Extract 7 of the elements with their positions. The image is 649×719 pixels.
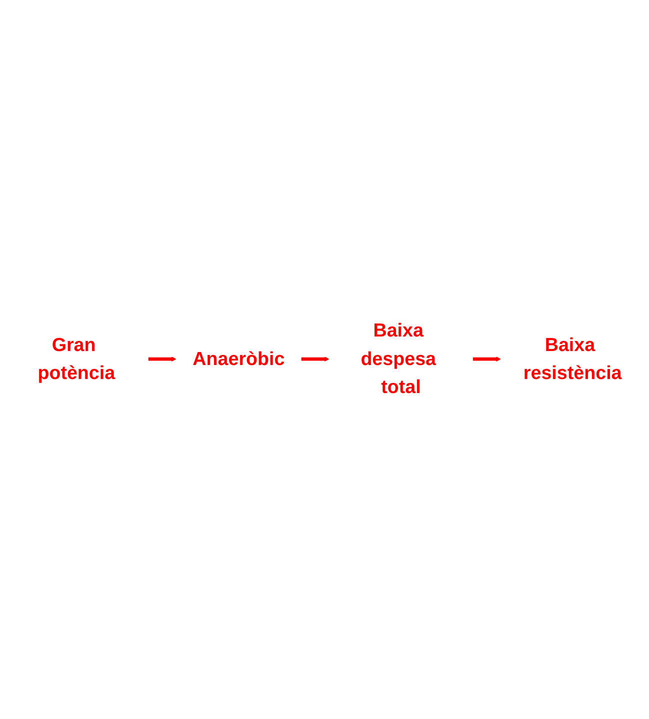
node-text: Baixa resistència: [523, 334, 622, 384]
arrow: [472, 357, 501, 362]
arrow: [148, 357, 176, 362]
node-text: Anaeròbic: [192, 348, 285, 370]
arrow: [301, 357, 330, 362]
node-text: Gran potència: [38, 334, 116, 384]
node-text: Baixa despesa total: [360, 320, 436, 398]
